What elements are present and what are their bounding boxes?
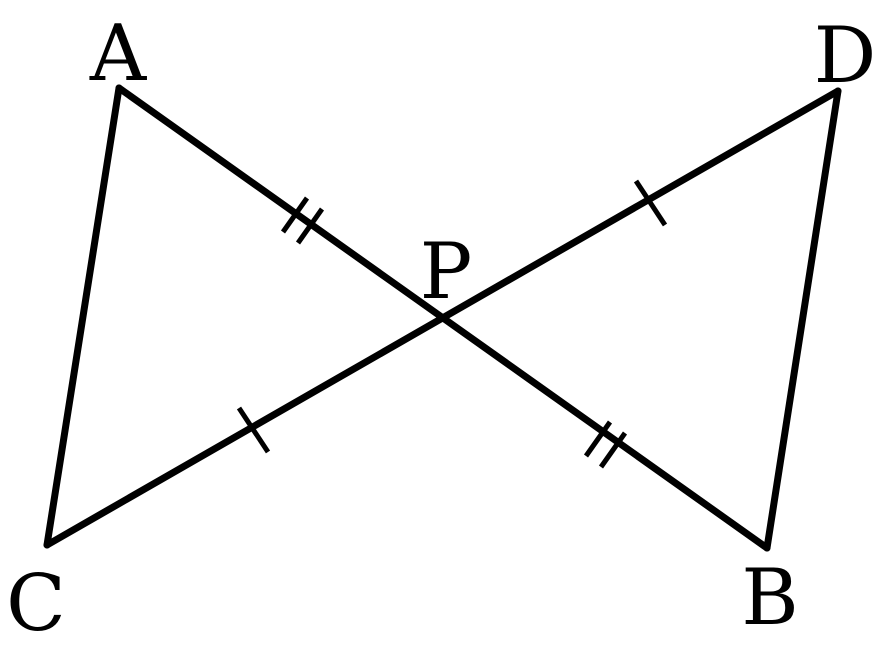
label-point-B: B	[741, 553, 798, 643]
tick-mark-single-CP	[236, 406, 271, 454]
tick-mark-double-PB	[583, 420, 628, 469]
segment-AC	[43, 84, 123, 549]
label-point-A: A	[89, 9, 148, 99]
segment-DB	[763, 87, 842, 552]
label-point-C: C	[6, 559, 66, 649]
label-point-D: D	[814, 11, 877, 101]
label-point-P: P	[420, 227, 472, 317]
segment-CD	[43, 87, 842, 549]
tick-mark-double-AP	[280, 196, 325, 245]
tick-mark-single-PD	[633, 179, 668, 227]
